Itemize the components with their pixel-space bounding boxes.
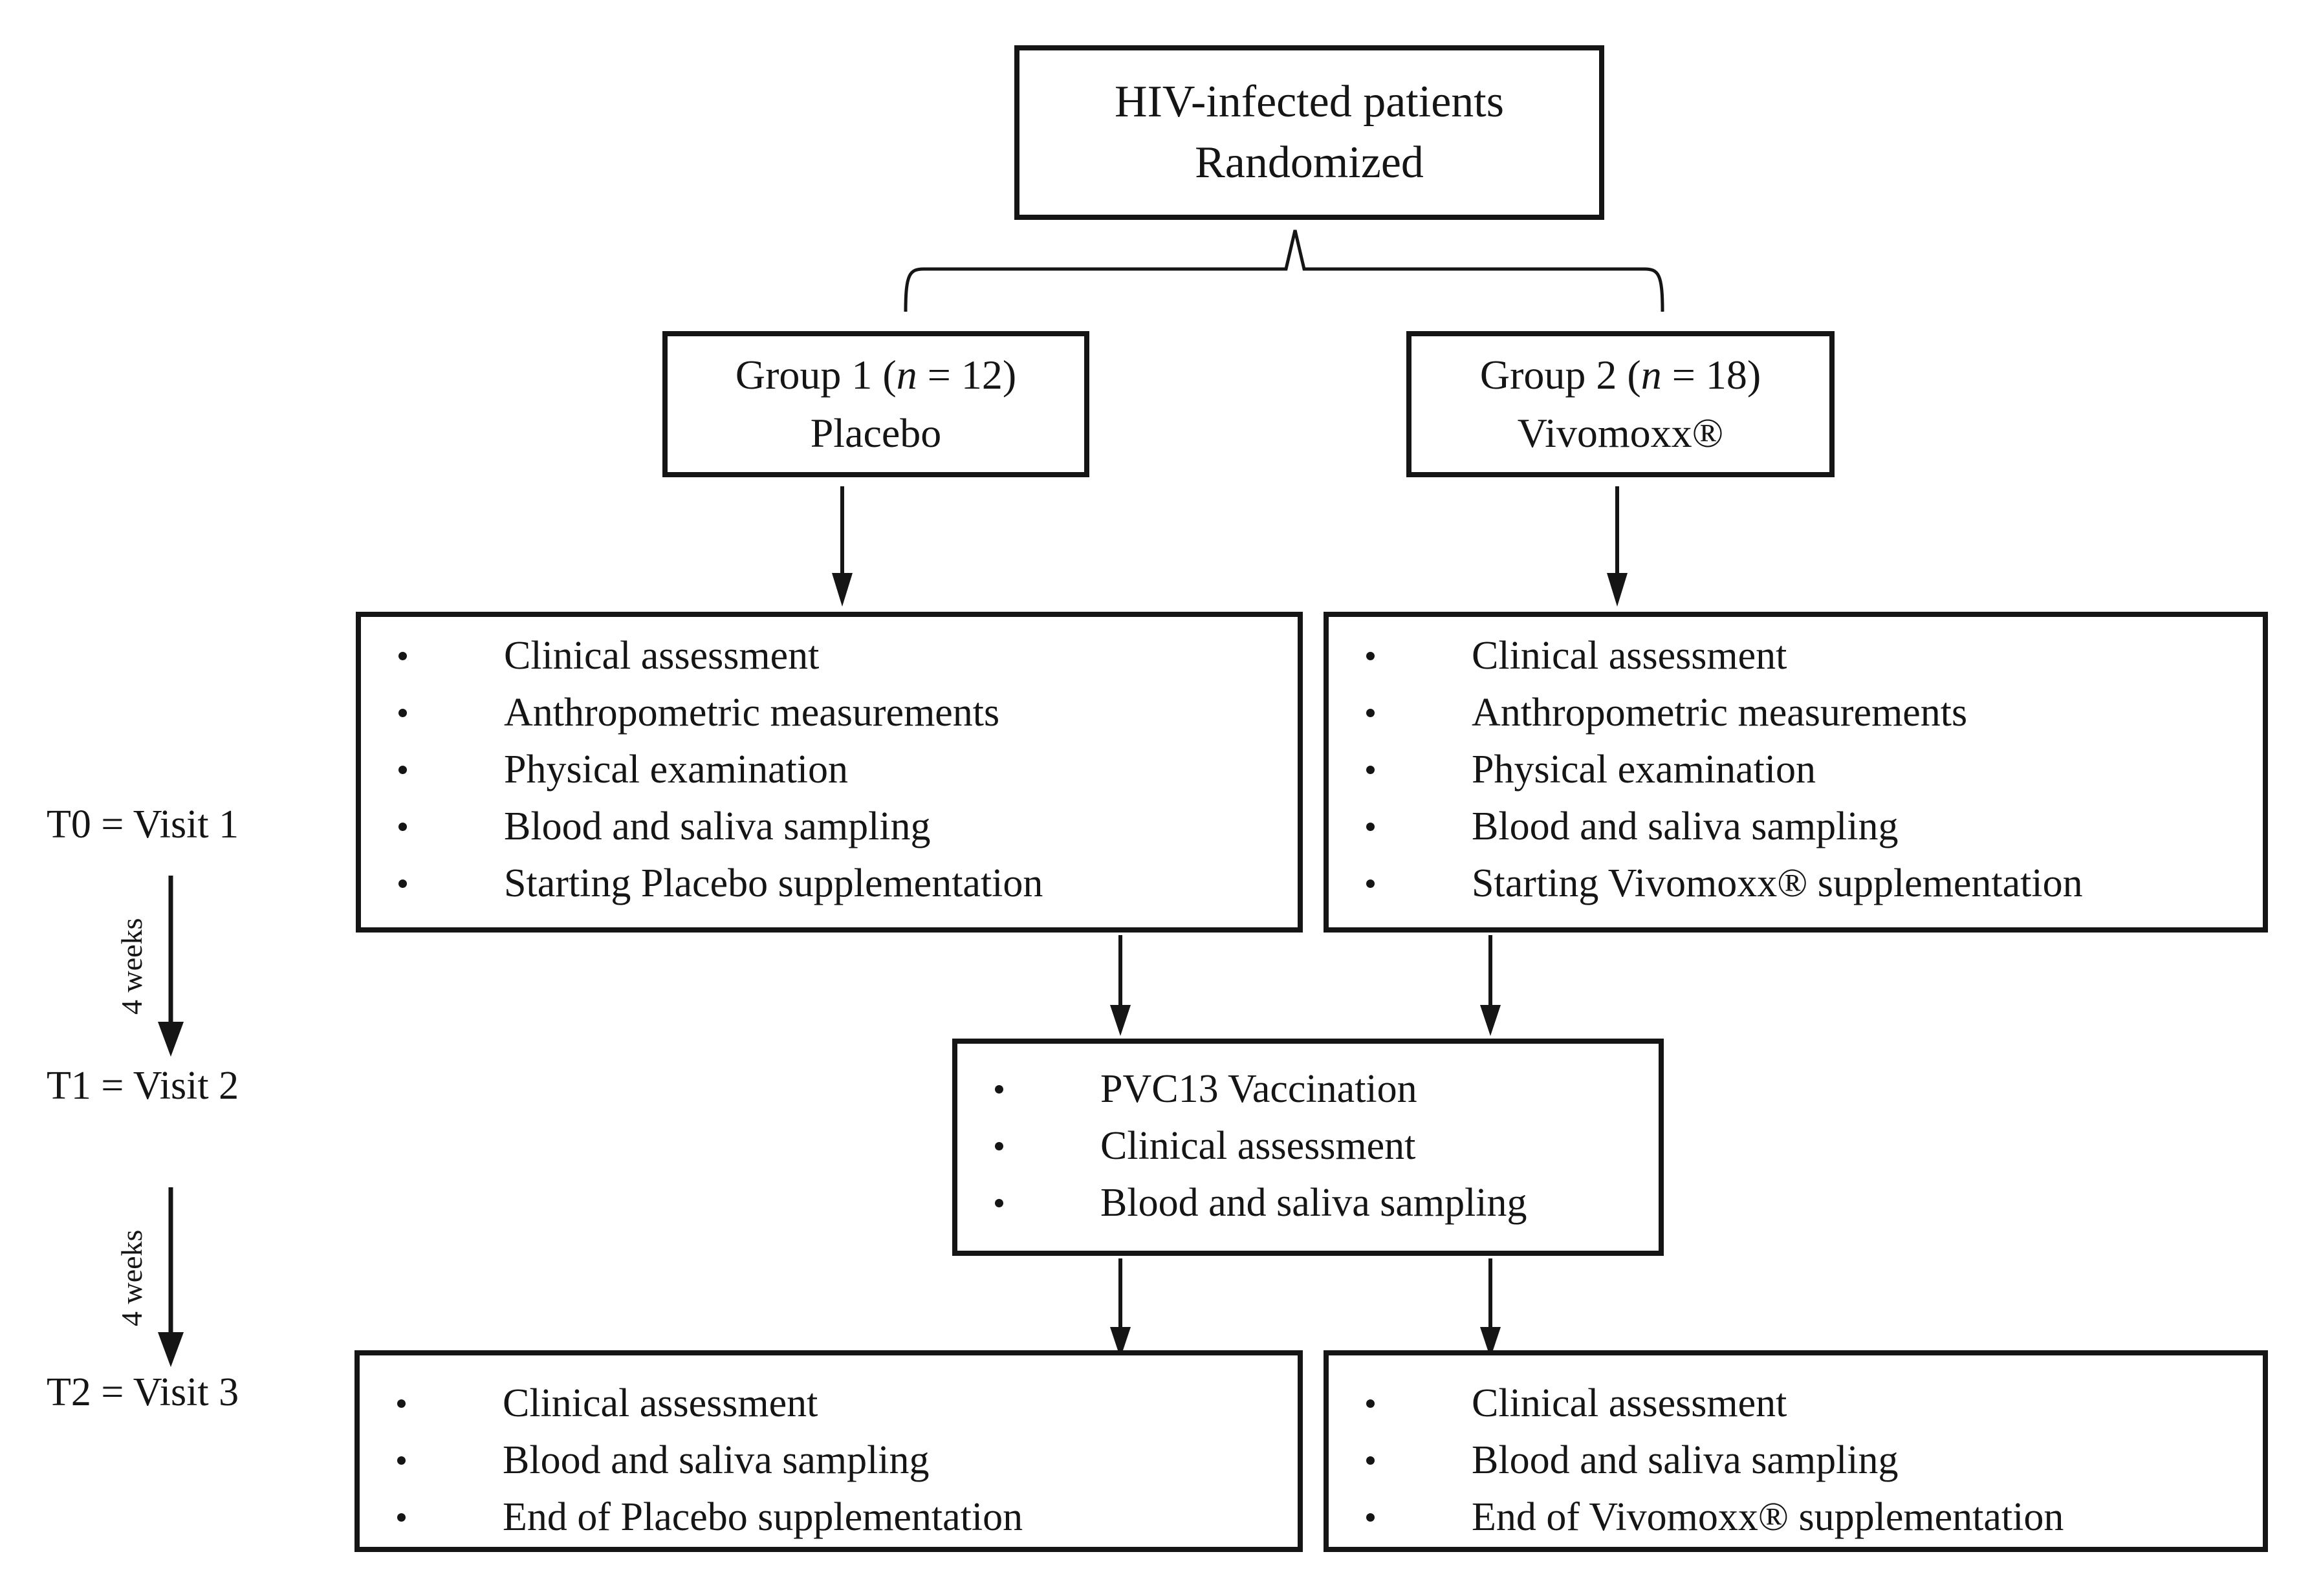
list-item: Blood and saliva sampling xyxy=(361,798,1298,855)
list-item-text: Clinical assessment xyxy=(1472,633,1787,678)
list-item: Anthropometric measurements xyxy=(361,684,1298,741)
list-item-text: Clinical assessment xyxy=(503,1381,818,1425)
list-item: Physical examination xyxy=(361,741,1298,798)
list-item: Starting Vivomoxx® supplementation xyxy=(1329,855,2263,912)
list-item-text: Anthropometric measurements xyxy=(504,690,1000,735)
list-item: PVC13 Vaccination xyxy=(957,1061,1659,1117)
timeline-arrow-down-icon xyxy=(158,1187,184,1367)
group2-n-symbol: n xyxy=(1640,352,1662,398)
list-item: Anthropometric measurements xyxy=(1329,684,2263,741)
list-item: Starting Placebo supplementation xyxy=(361,855,1298,912)
arrow-down-icon xyxy=(832,486,853,607)
bullet-icon xyxy=(1366,708,1375,717)
timeline-t0-label: T0 = Visit 1 xyxy=(47,803,239,847)
group1-n-symbol: n xyxy=(896,352,917,398)
randomized-patients-line1: HIV-infected patients xyxy=(1115,77,1504,127)
randomized-patients-line2: Randomized xyxy=(1195,138,1424,188)
list-item: Physical examination xyxy=(1329,741,2263,798)
list-item: End of Vivomoxx® supplementation xyxy=(1329,1489,2263,1546)
bullet-icon xyxy=(397,1456,406,1465)
list-item-text: Blood and saliva sampling xyxy=(1472,804,1899,848)
arrow-down-icon xyxy=(1607,486,1628,607)
bullet-icon xyxy=(398,822,407,831)
list-item-text: Anthropometric measurements xyxy=(1472,690,1968,735)
group1-box: Group 1 (n = 12) Placebo xyxy=(662,331,1089,477)
list-item-text: Blood and saliva sampling xyxy=(503,1438,930,1482)
list-item: Clinical assessment xyxy=(360,1375,1298,1432)
bullet-icon xyxy=(398,765,407,774)
list-item-text: Starting Placebo supplementation xyxy=(504,861,1043,905)
list-item-text: Blood and saliva sampling xyxy=(1100,1180,1527,1225)
timeline-arrow-down-icon xyxy=(158,876,184,1057)
list-item: Blood and saliva sampling xyxy=(1329,798,2263,855)
list-item: Clinical assessment xyxy=(361,627,1298,684)
randomized-patients-box: HIV-infected patients Randomized xyxy=(1014,45,1604,220)
bullet-icon xyxy=(1366,1456,1375,1465)
group2-title: Group 2 (n = 18) xyxy=(1479,352,1761,398)
bullet-icon xyxy=(397,1399,406,1408)
group1-subtitle: Placebo xyxy=(810,410,942,456)
list-item-text: Clinical assessment xyxy=(504,633,820,678)
bullet-icon xyxy=(995,1198,1003,1207)
timeline-interval1-label: 4 weeks xyxy=(115,918,148,1015)
bullet-icon xyxy=(1366,1513,1375,1522)
list-item-text: Blood and saliva sampling xyxy=(504,804,931,848)
bullet-icon xyxy=(1366,879,1375,888)
bullet-icon xyxy=(398,879,407,888)
timeline-t2-label: T2 = Visit 3 xyxy=(47,1370,239,1414)
timeline-t1-label: T1 = Visit 2 xyxy=(47,1064,239,1108)
list-item: Blood and saliva sampling xyxy=(360,1432,1298,1489)
arrow-down-icon xyxy=(1110,1258,1131,1358)
list-item: Clinical assessment xyxy=(957,1117,1659,1174)
list-item-text: Physical examination xyxy=(504,747,849,792)
list-item-text: Clinical assessment xyxy=(1100,1123,1416,1168)
list-item: End of Placebo supplementation xyxy=(360,1489,1298,1546)
list-item-text: Starting Vivomoxx® supplementation xyxy=(1472,861,2083,905)
list-item-text: PVC13 Vaccination xyxy=(1100,1066,1417,1111)
list-item: Blood and saliva sampling xyxy=(1329,1432,2263,1489)
bullet-icon xyxy=(398,651,407,660)
list-item: Blood and saliva sampling xyxy=(957,1174,1659,1231)
bullet-icon xyxy=(1366,822,1375,831)
list-item-text: Physical examination xyxy=(1472,747,1816,792)
randomization-brace xyxy=(904,230,1664,312)
bullet-icon xyxy=(398,708,407,717)
list-item: Clinical assessment xyxy=(1329,1375,2263,1432)
bullet-icon xyxy=(995,1141,1003,1150)
arrow-down-icon xyxy=(1480,1258,1501,1358)
list-item-text: Blood and saliva sampling xyxy=(1472,1438,1899,1482)
group2-subtitle: Vivomoxx® xyxy=(1517,410,1724,456)
arrow-down-icon xyxy=(1480,935,1501,1036)
list-item-text: End of Vivomoxx® supplementation xyxy=(1472,1494,2064,1539)
bullet-icon xyxy=(397,1513,406,1522)
arrow-down-icon xyxy=(1110,935,1131,1036)
timeline-interval2-label: 4 weeks xyxy=(115,1229,148,1326)
bullet-icon xyxy=(1366,1399,1375,1408)
bullet-icon xyxy=(1366,765,1375,774)
list-item: Clinical assessment xyxy=(1329,627,2263,684)
list-item-text: End of Placebo supplementation xyxy=(503,1494,1023,1539)
bullet-icon xyxy=(995,1084,1003,1094)
list-item-text: Clinical assessment xyxy=(1472,1381,1787,1425)
group1-title: Group 1 (n = 12) xyxy=(735,352,1017,398)
bullet-icon xyxy=(1366,651,1375,660)
group2-box: Group 2 (n = 18) Vivomoxx® xyxy=(1406,331,1835,477)
